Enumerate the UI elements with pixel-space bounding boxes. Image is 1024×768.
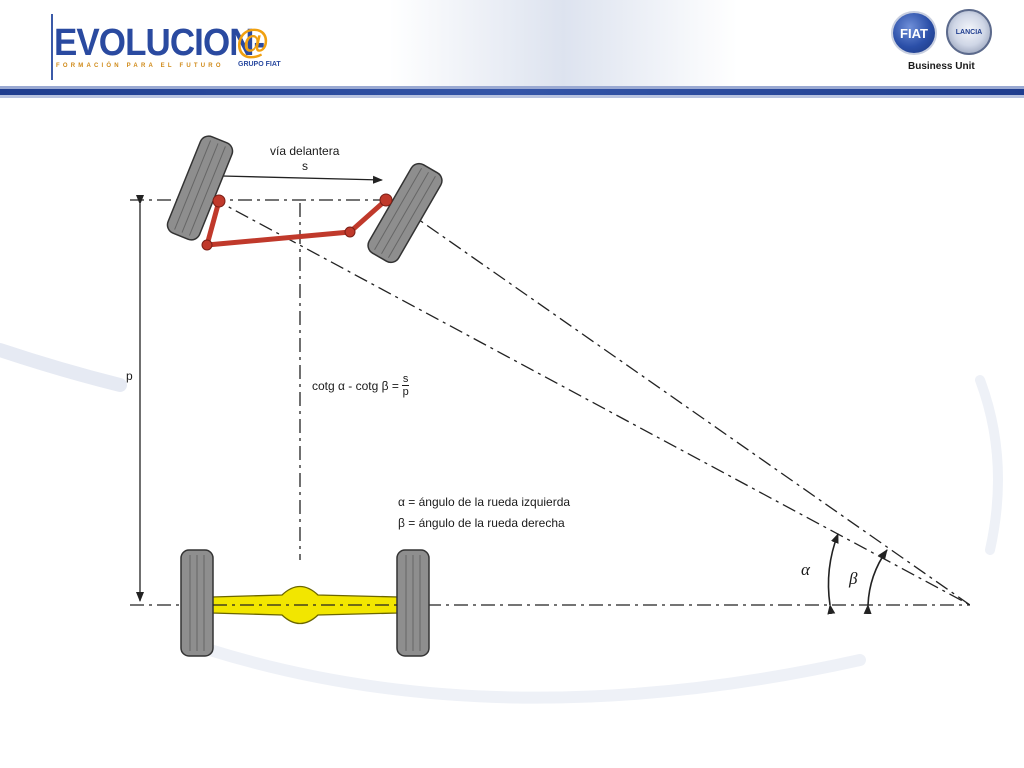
track-dimension-arrow [212,171,383,184]
formula-numerator: s [401,373,410,386]
header-band-dark [0,89,1024,95]
slide-header [0,0,1024,86]
wheelbase-symbol: p [126,369,133,383]
right-wheel-axis-line [404,209,971,606]
rear-left-wheel [180,549,214,657]
steering-linkage [204,197,389,248]
business-unit-label: Business Unit [908,61,975,72]
alpha-angle-label: α [801,560,810,579]
formula-fraction: s p [401,373,410,398]
fiat-logo-icon: FIAT [891,11,937,55]
fiat-logo-text: FIAT [900,25,928,41]
evolucion-logo-text: EVOLUCION- [54,22,265,64]
logo-at-icon: @ [236,23,270,61]
formula-denominator: p [402,386,409,398]
formula-left: cotg α - cotg β = [312,378,399,393]
left-kingpin-joint [212,194,226,208]
lancia-logo-text: LANCIA [955,28,983,36]
right-kingpin-joint [379,193,393,207]
steering-geometry-diagram [130,135,971,657]
left-wheel-axis-line [211,197,971,606]
beta-angle-label: β [849,569,858,588]
track-label: vía delantera [270,144,340,158]
header-band [0,86,1024,89]
lancia-logo-icon: LANCIA [946,9,992,55]
alpha-angle-arc [827,533,839,615]
logo-tagline: FORMACIÓN PARA EL FUTURO [56,63,224,69]
legend-beta: β = ángulo de la rueda derecha [398,516,565,530]
beta-angle-arc [863,549,888,615]
ackermann-formula: cotg α - cotg β = s p [312,373,410,398]
logo-divider [51,14,53,80]
rear-right-wheel [396,549,430,657]
right-tie-rod-joint [344,226,356,238]
left-tie-rod-joint [201,239,213,251]
legend-alpha: α = ángulo de la rueda izquierda [398,495,571,509]
front-left-wheel [166,135,234,241]
header-band-light [0,95,1024,98]
front-right-wheel [367,162,443,264]
track-symbol: s [302,159,308,173]
logo-group: GRUPO FIAT [238,61,281,68]
